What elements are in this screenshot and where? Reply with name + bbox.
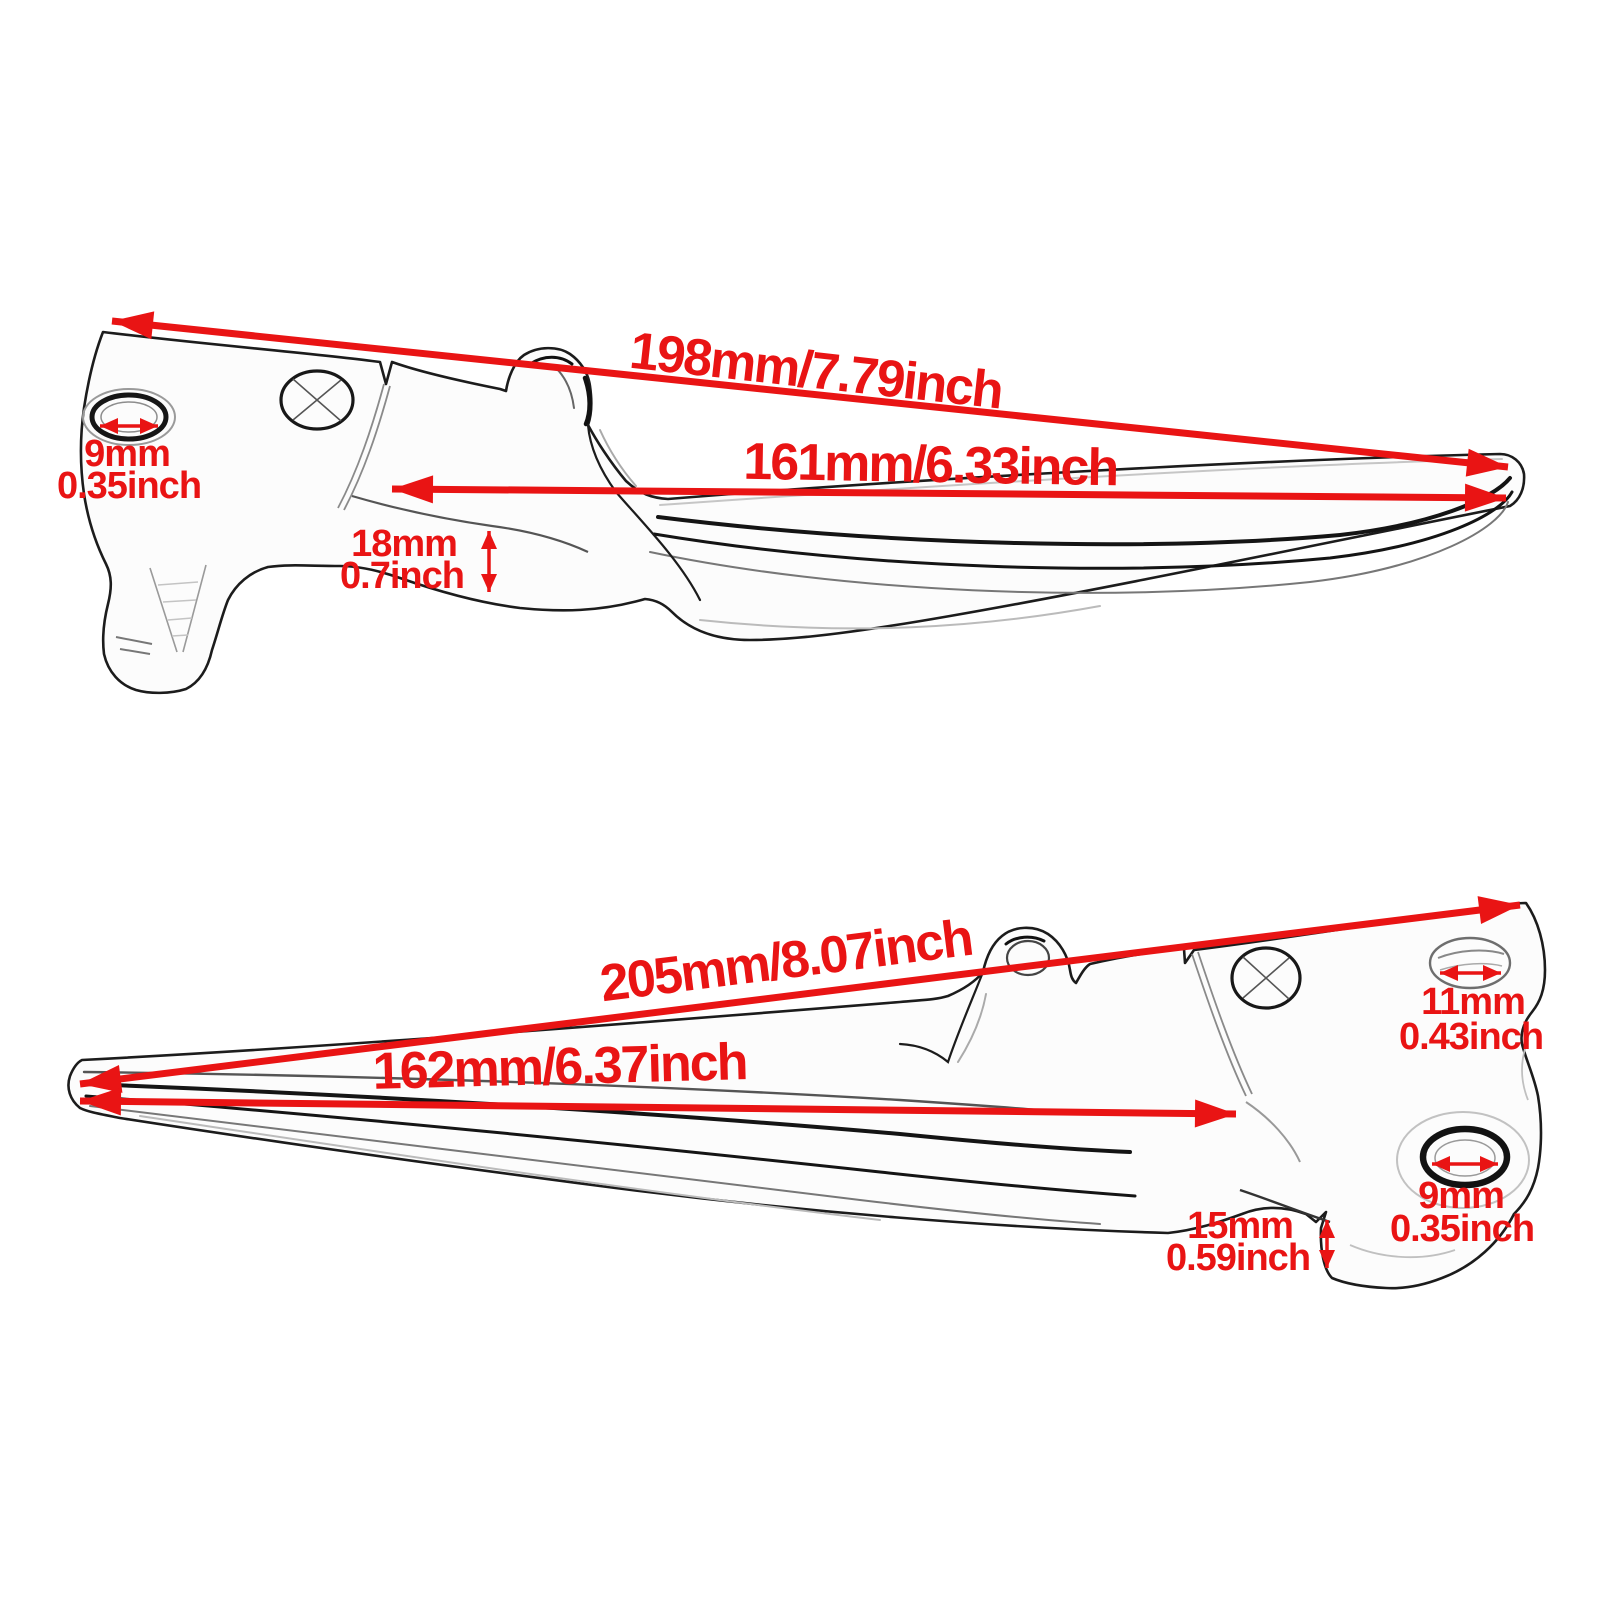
bottom-lever-annotations: 205mm/8.07inch 162mm/6.37inch 11mm 0.43i… bbox=[79, 896, 1544, 1279]
dimension-arrow-overall-top bbox=[111, 311, 1509, 477]
dimension-label-top-hole-inch: 0.35inch bbox=[57, 465, 201, 507]
top-foot-hatch bbox=[115, 564, 207, 655]
dimension-arrow-blade-top bbox=[391, 475, 1507, 512]
dimension-label-bottom-hole-mm: 9mm bbox=[1418, 1175, 1504, 1217]
dimension-label-top-width-inch: 0.7inch bbox=[340, 555, 464, 597]
dimension-arrow-blade-bottom bbox=[79, 1087, 1237, 1128]
dimension-label-adjuster-hole-inch: 0.43inch bbox=[1399, 1016, 1543, 1058]
dimension-label-blade-top: 161mm/6.33inch bbox=[743, 433, 1118, 498]
dimension-label-top-hole-mm: 9mm bbox=[84, 433, 170, 475]
dimension-label-overall-top: 198mm/7.79inch bbox=[627, 322, 1005, 421]
dimension-arrow-overall-bottom bbox=[79, 896, 1521, 1093]
dimension-label-adjuster-hole-mm: 11mm bbox=[1421, 981, 1525, 1023]
dimension-label-top-width-mm: 18mm bbox=[351, 523, 457, 565]
dimension-label-boss-height-inch: 0.59inch bbox=[1166, 1237, 1310, 1279]
bottom-foot-shading bbox=[1349, 1039, 1529, 1259]
dimension-label-bottom-hole-inch: 0.35inch bbox=[1390, 1208, 1534, 1250]
dimension-label-boss-height-mm: 15mm bbox=[1187, 1205, 1293, 1247]
dimension-label-blade-bottom: 162mm/6.37inch bbox=[372, 1033, 747, 1101]
